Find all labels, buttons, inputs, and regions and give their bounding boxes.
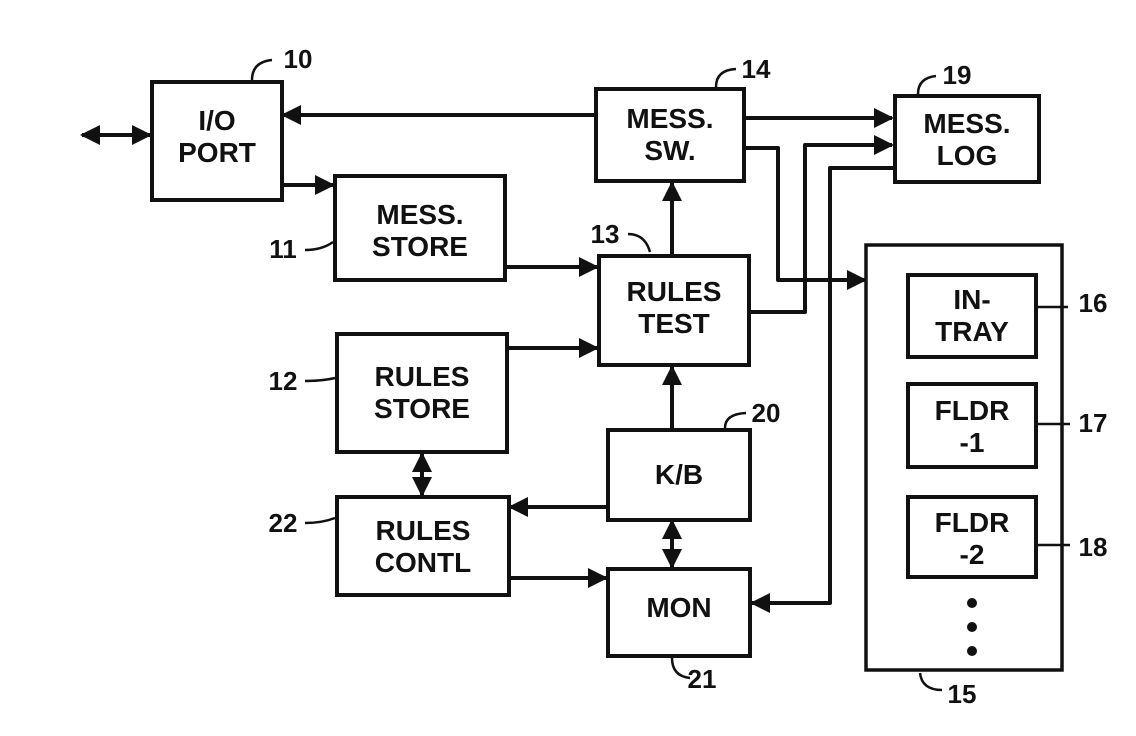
rules-store-ref: 12 xyxy=(269,366,298,396)
mess-log-ref: 19 xyxy=(943,60,972,90)
kb-label: K/B xyxy=(655,459,703,490)
in-tray-label-line2: TRAY xyxy=(935,316,1009,347)
rules-test-ref: 13 xyxy=(591,219,620,249)
kb-ref-leader xyxy=(725,413,746,428)
mess-store-ref-leader xyxy=(305,242,333,250)
fldr-1-block[interactable]: FLDR -1 17 xyxy=(908,384,1107,467)
mess-store-label-line2: STORE xyxy=(372,231,468,262)
mon-label: MON xyxy=(646,592,711,623)
kb-ref: 20 xyxy=(752,398,781,428)
kb-block[interactable]: K/B 20 xyxy=(608,398,780,520)
rules-store-label-line2: STORE xyxy=(374,393,470,424)
mess-store-ref: 11 xyxy=(269,234,297,264)
tray-group-ref-leader xyxy=(920,673,942,690)
in-tray-ref: 16 xyxy=(1079,288,1108,318)
mess-sw-ref-leader xyxy=(716,69,736,87)
mess-sw-label-line1: MESS. xyxy=(626,103,713,134)
mess-sw-block[interactable]: MESS. SW. 14 xyxy=(596,54,771,181)
mess-log-block[interactable]: MESS. LOG 19 xyxy=(895,60,1039,182)
io-port-label-line1: I/O xyxy=(198,105,235,136)
mess-sw-label-line2: SW. xyxy=(644,135,695,166)
fldr-2-ref: 18 xyxy=(1079,532,1108,562)
mess-store-label-line1: MESS. xyxy=(376,199,463,230)
rules-store-ref-leader xyxy=(305,378,335,381)
io-port-ref-leader xyxy=(252,60,272,80)
rules-contl-ref-leader xyxy=(305,518,335,523)
fldr-1-label-line2: -1 xyxy=(960,427,985,458)
rules-contl-label-line1: RULES xyxy=(376,515,471,546)
rules-test-label-line2: TEST xyxy=(638,308,710,339)
tray-group-ref: 15 xyxy=(948,679,977,709)
in-tray-block[interactable]: IN- TRAY 16 xyxy=(908,275,1107,357)
rules-contl-label-line2: CONTL xyxy=(375,547,471,578)
rules-test-ref-leader xyxy=(628,234,650,252)
rules-contl-block[interactable]: RULES CONTL 22 xyxy=(269,497,509,595)
ellipsis-dot xyxy=(967,646,977,656)
rules-test-label-line1: RULES xyxy=(627,276,722,307)
mess-log-label-line2: LOG xyxy=(937,140,998,171)
mon-ref: 21 xyxy=(688,664,717,694)
ellipsis-dot xyxy=(967,622,977,632)
io-port-label-line2: PORT xyxy=(178,137,256,168)
fldr-1-label-line1: FLDR xyxy=(935,395,1010,426)
mon-block[interactable]: MON 21 xyxy=(608,569,750,694)
fldr-1-ref: 17 xyxy=(1079,408,1108,438)
fldr-2-block[interactable]: FLDR -2 18 xyxy=(908,497,1107,577)
rules-store-block[interactable]: RULES STORE 12 xyxy=(269,334,507,452)
mess-log-ref-leader xyxy=(918,76,936,94)
mess-store-block[interactable]: MESS. STORE 11 xyxy=(269,176,505,280)
rules-store-label-line1: RULES xyxy=(375,361,470,392)
rules-test-block[interactable]: RULES TEST 13 xyxy=(591,219,749,365)
rules-contl-ref: 22 xyxy=(269,508,298,538)
mess-sw-ref: 14 xyxy=(742,54,771,84)
io-port-block[interactable]: I/O PORT 10 xyxy=(152,44,312,200)
ellipsis-dot xyxy=(967,598,977,608)
fldr-2-label-line2: -2 xyxy=(960,539,985,570)
mess-log-label-line1: MESS. xyxy=(923,108,1010,139)
fldr-2-label-line1: FLDR xyxy=(935,507,1010,538)
in-tray-label-line1: IN- xyxy=(953,284,990,315)
io-port-ref: 10 xyxy=(284,44,313,74)
